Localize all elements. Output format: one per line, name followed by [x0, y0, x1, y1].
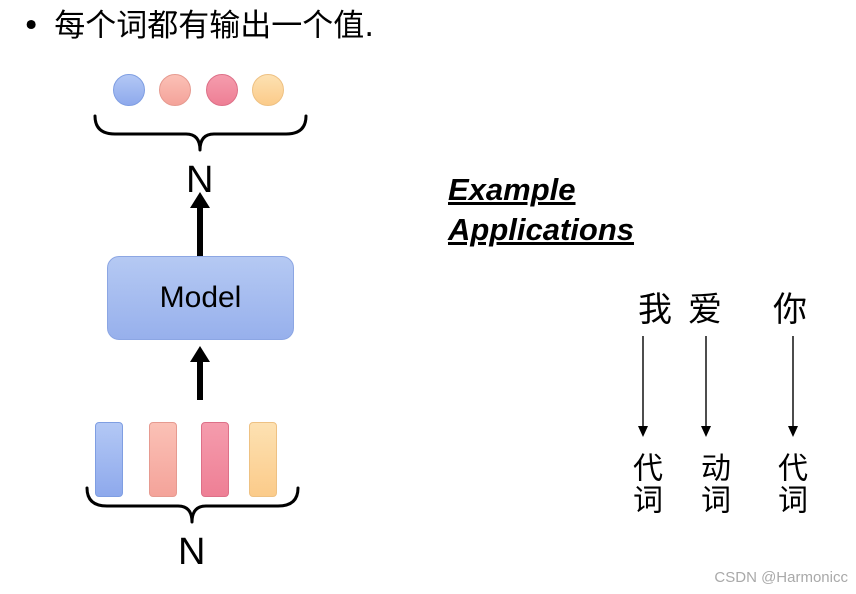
example-title-line2: Applications	[448, 212, 635, 247]
arrow-up-output	[190, 192, 210, 256]
output-circle-salmon	[159, 74, 191, 106]
arrow-up-input	[190, 346, 210, 400]
example-title-line1: Example	[448, 172, 576, 207]
example-word-1: 我	[638, 290, 672, 330]
output-brace	[93, 114, 308, 152]
example-arrow-3	[788, 336, 798, 437]
input-vector-peach	[249, 422, 277, 497]
example-arrow-1	[638, 336, 648, 437]
watermark: CSDN @Harmonicc	[714, 569, 848, 586]
bullet-text: • 每个词都有输出一个值.	[22, 4, 374, 48]
example-title: Example Applications	[448, 170, 634, 250]
output-circle-blue	[113, 74, 145, 106]
example-tag-1: 代词	[627, 452, 662, 516]
bullet-marker: •	[22, 8, 41, 44]
output-circle-pink	[206, 74, 238, 106]
example-tag-3: 代词	[772, 452, 807, 516]
input-vector-blue	[95, 422, 123, 497]
example-word-3: 你	[773, 290, 807, 330]
input-count-label: N	[178, 531, 206, 573]
model-box: Model	[107, 256, 294, 340]
example-arrow-2	[701, 336, 711, 437]
input-brace	[85, 486, 300, 524]
output-circle-peach	[252, 74, 284, 106]
input-vector-salmon	[149, 422, 177, 497]
header-text: 每个词都有输出一个值.	[54, 8, 375, 44]
input-vector-pink	[201, 422, 229, 497]
model-label: Model	[159, 281, 242, 314]
example-tag-2: 动词	[695, 452, 730, 516]
example-word-2: 爱	[688, 290, 722, 330]
